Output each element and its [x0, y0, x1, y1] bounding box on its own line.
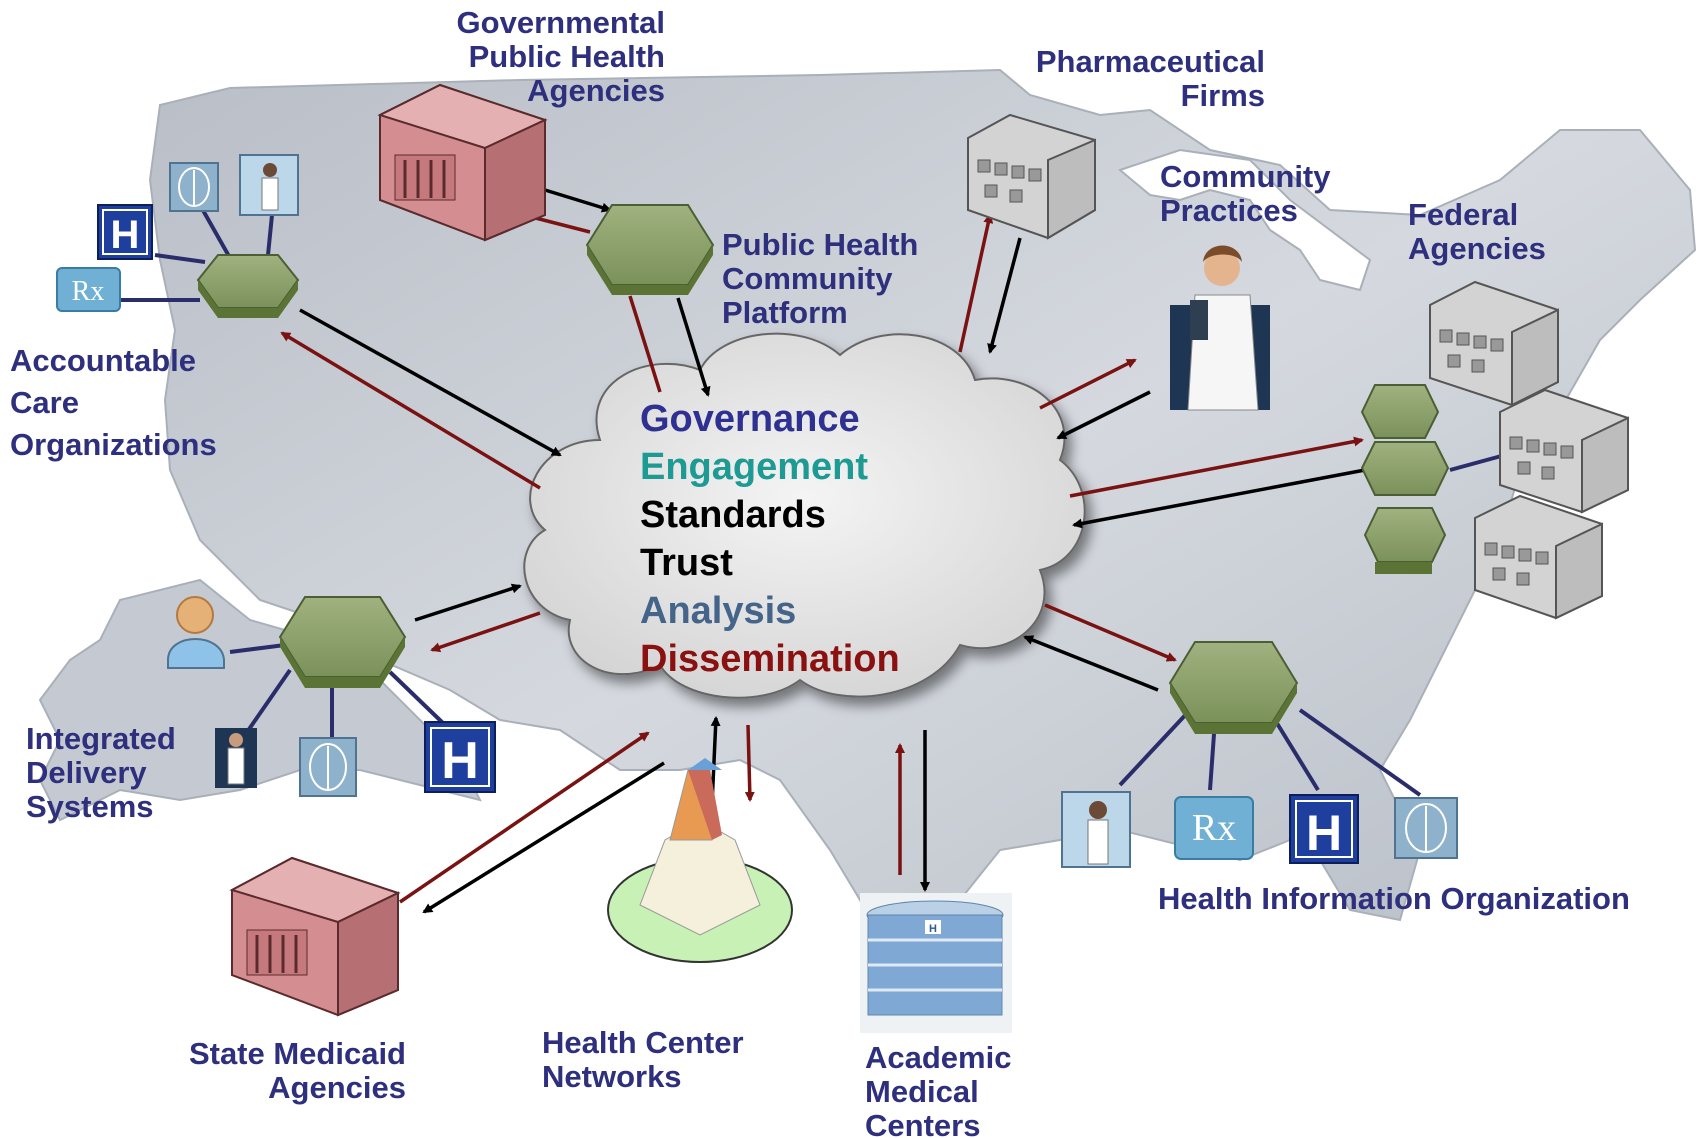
hub-cloud: [523, 332, 1086, 699]
hexagon-icon: [1360, 384, 1450, 574]
hub-item-analysis: Analysis: [640, 590, 797, 632]
academic-medical-center-icon: H: [860, 893, 1012, 1033]
svg-text:H: H: [929, 923, 937, 935]
arrows: [280, 188, 1366, 914]
arrow-federal-to-cloud: [1072, 468, 1366, 529]
doctor-icon: [1061, 791, 1131, 868]
label-academic-medical-centers: Academic Medical Centers: [865, 1040, 1012, 1138]
hospital-icon: H: [424, 721, 496, 793]
patient-icon: [167, 596, 225, 669]
label-governmental-public-health-agencies: Governmental Public Health Agencies: [456, 5, 665, 108]
arrow-platform-to-cloud: [676, 297, 711, 397]
health-center-icon: [607, 758, 793, 963]
label-health-center-networks: Health Center Networks: [542, 1025, 744, 1094]
hub-item-standards: Standards: [640, 494, 826, 536]
arrow-hio-to-cloud: [1023, 635, 1159, 692]
hospital-icon: H: [97, 204, 153, 260]
pharmacy-icon: Rx: [1174, 796, 1254, 860]
doctor-icon: [239, 154, 299, 216]
pharmacy-icon: Rx: [56, 267, 121, 312]
label-community-practices: Community Practices: [1160, 159, 1331, 228]
office-building-icon: [1474, 494, 1603, 620]
arrow-cloud-to-practices: [1039, 358, 1137, 410]
arrow-medicaid-to-cloud: [399, 731, 650, 904]
arrow-cloud-to-hio: [1044, 603, 1177, 662]
hub-item-trust: Trust: [640, 542, 733, 584]
government-building-icon: [229, 856, 401, 1017]
arrow-cloud-to-platform: [628, 295, 662, 393]
xray-icon: [169, 162, 219, 212]
office-building-icon: [1429, 280, 1559, 407]
arrow-from-cloud-to-aco: [280, 331, 541, 490]
doctor-icon: [1170, 245, 1270, 411]
hexagon-icon: [196, 254, 300, 318]
hexagon-icon: [278, 596, 407, 688]
label-public-health-community-platform: Public Health Community Platform: [722, 227, 919, 330]
hub-functions-list: Governance Engagement Standards Trust An…: [640, 395, 900, 683]
office-building-icon: [967, 113, 1096, 240]
svg-text:H: H: [1306, 805, 1342, 861]
great-lakes: [1117, 148, 1372, 292]
label-health-information-organization: Health Information Organization: [1158, 881, 1630, 916]
svg-text:H: H: [441, 732, 479, 790]
office-building-icon: [1499, 388, 1629, 514]
label-integrated-delivery-systems: Integrated Delivery Systems: [26, 721, 176, 824]
hub-item-dissemination: Dissemination: [640, 638, 900, 680]
hospital-icon: H: [1289, 794, 1359, 864]
xray-icon: [299, 737, 357, 797]
label-accountable-care-organizations: Accountable Care Organizations: [10, 343, 217, 462]
arrow-cloud-to-hcn: [744, 724, 755, 802]
arrow-from-ghd-to-platform: [544, 188, 612, 213]
arrow-cloud-to-federal: [1069, 436, 1364, 498]
hub-item-governance: Governance: [640, 398, 860, 440]
svg-text:Rx: Rx: [72, 276, 105, 307]
svg-text:H: H: [111, 213, 140, 257]
doctor-icon: [215, 728, 257, 788]
arrow-ids-to-cloud: [414, 583, 522, 622]
xray-icon: [1394, 797, 1458, 859]
svg-text:Rx: Rx: [1192, 807, 1236, 849]
arrow-cloud-to-medicaid: [422, 761, 665, 914]
arrow-cloud-to-pharma: [958, 213, 994, 353]
label-state-medicaid-agencies: State Medicaid Agencies: [188, 1036, 406, 1105]
arrow-cloud-to-ids: [430, 611, 541, 653]
arrow-pharma-to-cloud: [987, 237, 1022, 354]
hexagon-icon: [1168, 641, 1299, 734]
hexagon-icon: [585, 204, 715, 295]
hub-item-engagement: Engagement: [640, 446, 869, 488]
label-federal-agencies: Federal Agencies: [1408, 197, 1546, 266]
arrow-practices-to-cloud: [1056, 390, 1151, 440]
label-pharmaceutical-firms: Pharmaceutical Firms: [1035, 44, 1265, 113]
government-building-icon: [377, 83, 548, 242]
arrow-to-cloud-from-aco: [299, 308, 562, 457]
